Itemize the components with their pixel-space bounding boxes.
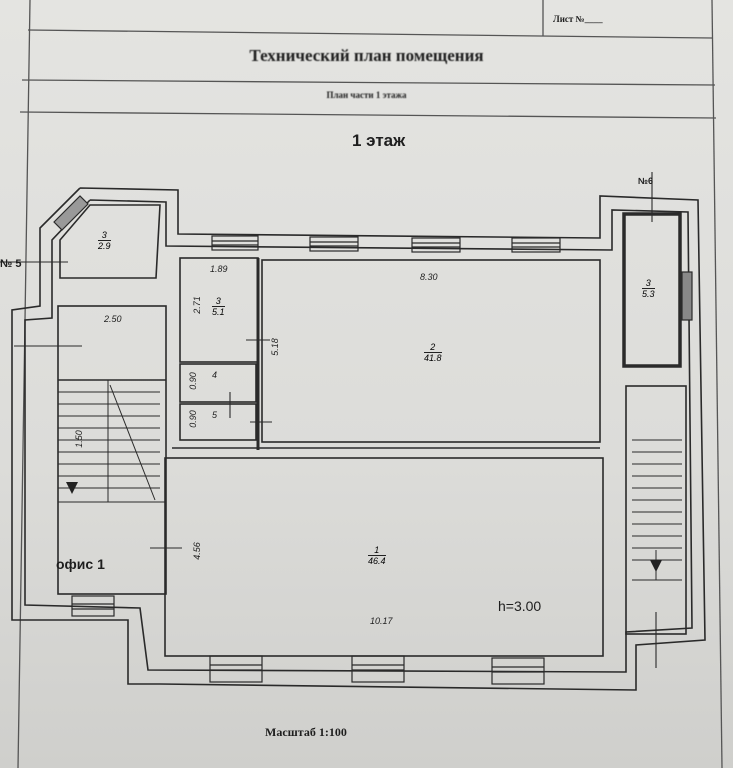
room-number: 4 xyxy=(212,370,218,380)
dimension-label: 8.30 xyxy=(420,272,438,282)
stairs-right xyxy=(632,439,682,581)
windows xyxy=(53,195,693,685)
stairs-left xyxy=(58,380,166,503)
entrance-label-right: №6 xyxy=(638,176,654,186)
dimension-label: 5.18 xyxy=(269,338,280,356)
office-label: офис 1 xyxy=(56,556,105,572)
document-title: Технический план помещения xyxy=(249,46,484,65)
document-subtitle: План части 1 этажа xyxy=(326,90,407,100)
dimension-label: 1.50 xyxy=(73,430,84,448)
ceiling-height: h=3.00 xyxy=(498,598,542,614)
sheet-number: Лист №____ xyxy=(553,14,603,24)
floor-label: 1 этаж xyxy=(352,131,406,150)
scale-label: Масштаб 1:100 xyxy=(265,725,347,739)
room-number: 5 xyxy=(212,410,218,420)
entrance-label-left: № 5 xyxy=(0,258,22,270)
room-2 xyxy=(261,259,601,443)
dimension-label: 2.71 xyxy=(191,296,202,314)
dimension-label: 4.56 xyxy=(191,542,202,560)
outer-walls xyxy=(11,187,706,691)
stair-arrows xyxy=(66,482,662,572)
dimension-label: 10.17 xyxy=(370,616,393,626)
stair-room-left xyxy=(57,305,167,595)
dimension-label: 2.50 xyxy=(104,314,122,324)
room-3-small xyxy=(59,204,161,279)
dimension-label: 1.89 xyxy=(210,264,228,274)
room-4 xyxy=(179,363,257,403)
dimension-label: 0.90 xyxy=(187,410,198,428)
stair-room-right xyxy=(625,385,687,635)
title-block-frame xyxy=(17,0,723,768)
dimension-label: 0.90 xyxy=(187,372,198,390)
dimension-ticks xyxy=(0,172,657,668)
